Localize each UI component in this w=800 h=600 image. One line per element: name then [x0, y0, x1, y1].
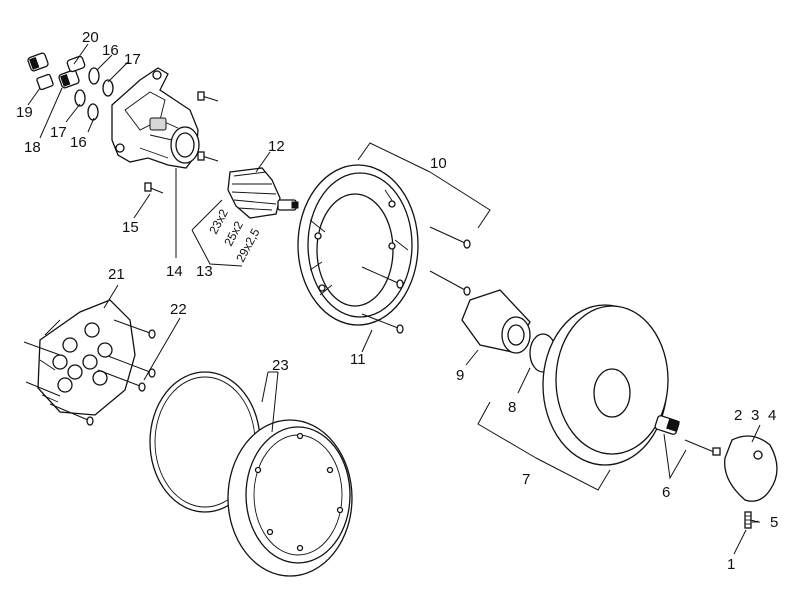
part-22-bolts — [23, 319, 156, 426]
callout-16-bottom: 16 — [70, 134, 87, 151]
callout-16-top: 16 — [102, 42, 119, 59]
part-10-mounting-ring — [297, 164, 419, 326]
screw-middle — [197, 151, 219, 162]
part-6-spindle — [654, 415, 721, 456]
callout-7: 7 — [522, 471, 530, 488]
callout-9: 9 — [456, 367, 464, 384]
screw-upper — [197, 91, 219, 102]
part-23-frame — [227, 419, 353, 577]
callout-17-bottom: 17 — [50, 124, 67, 141]
part-7-escutcheon — [542, 304, 669, 466]
part-16-17-orings — [74, 67, 114, 121]
part-21-rough-plate — [37, 299, 136, 416]
callout-15: 15 — [122, 219, 139, 236]
callout-23: 23 — [272, 357, 289, 374]
callout-21: 21 — [108, 266, 125, 283]
callout-5: 5 — [770, 514, 778, 531]
callout-11: 11 — [350, 351, 366, 368]
callout-22: 22 — [170, 301, 187, 318]
leader-lines — [27, 43, 761, 555]
callout-2: 2 — [734, 407, 742, 424]
part-5-set-screw — [744, 511, 752, 529]
part-18-cartridge — [58, 69, 80, 89]
callout-1: 1 — [727, 556, 735, 573]
callout-8: 8 — [508, 399, 516, 416]
part-11-screws — [361, 226, 471, 334]
callout-10: 10 — [430, 155, 447, 172]
callout-5-tilde: ~ — [750, 513, 759, 530]
part-9-sleeve — [461, 289, 531, 354]
part-2-3-4-handle — [724, 435, 778, 502]
part-14-valve-body — [111, 67, 200, 169]
callout-18: 18 — [24, 139, 41, 156]
part-12-cartridge — [227, 167, 299, 219]
callout-19: 19 — [16, 104, 33, 121]
callout-6: 6 — [662, 484, 670, 501]
part-15-screw — [144, 182, 164, 194]
callout-17-top: 17 — [124, 51, 141, 68]
part-20-cartridge — [66, 55, 86, 73]
part-19-cartridge — [27, 52, 54, 91]
callout-12: 12 — [268, 138, 285, 155]
callout-4: 4 — [768, 407, 776, 424]
callout-3: 3 — [751, 407, 759, 424]
callout-20: 20 — [82, 29, 99, 46]
callout-14: 14 — [166, 263, 183, 280]
callout-13: 13 — [196, 263, 213, 280]
